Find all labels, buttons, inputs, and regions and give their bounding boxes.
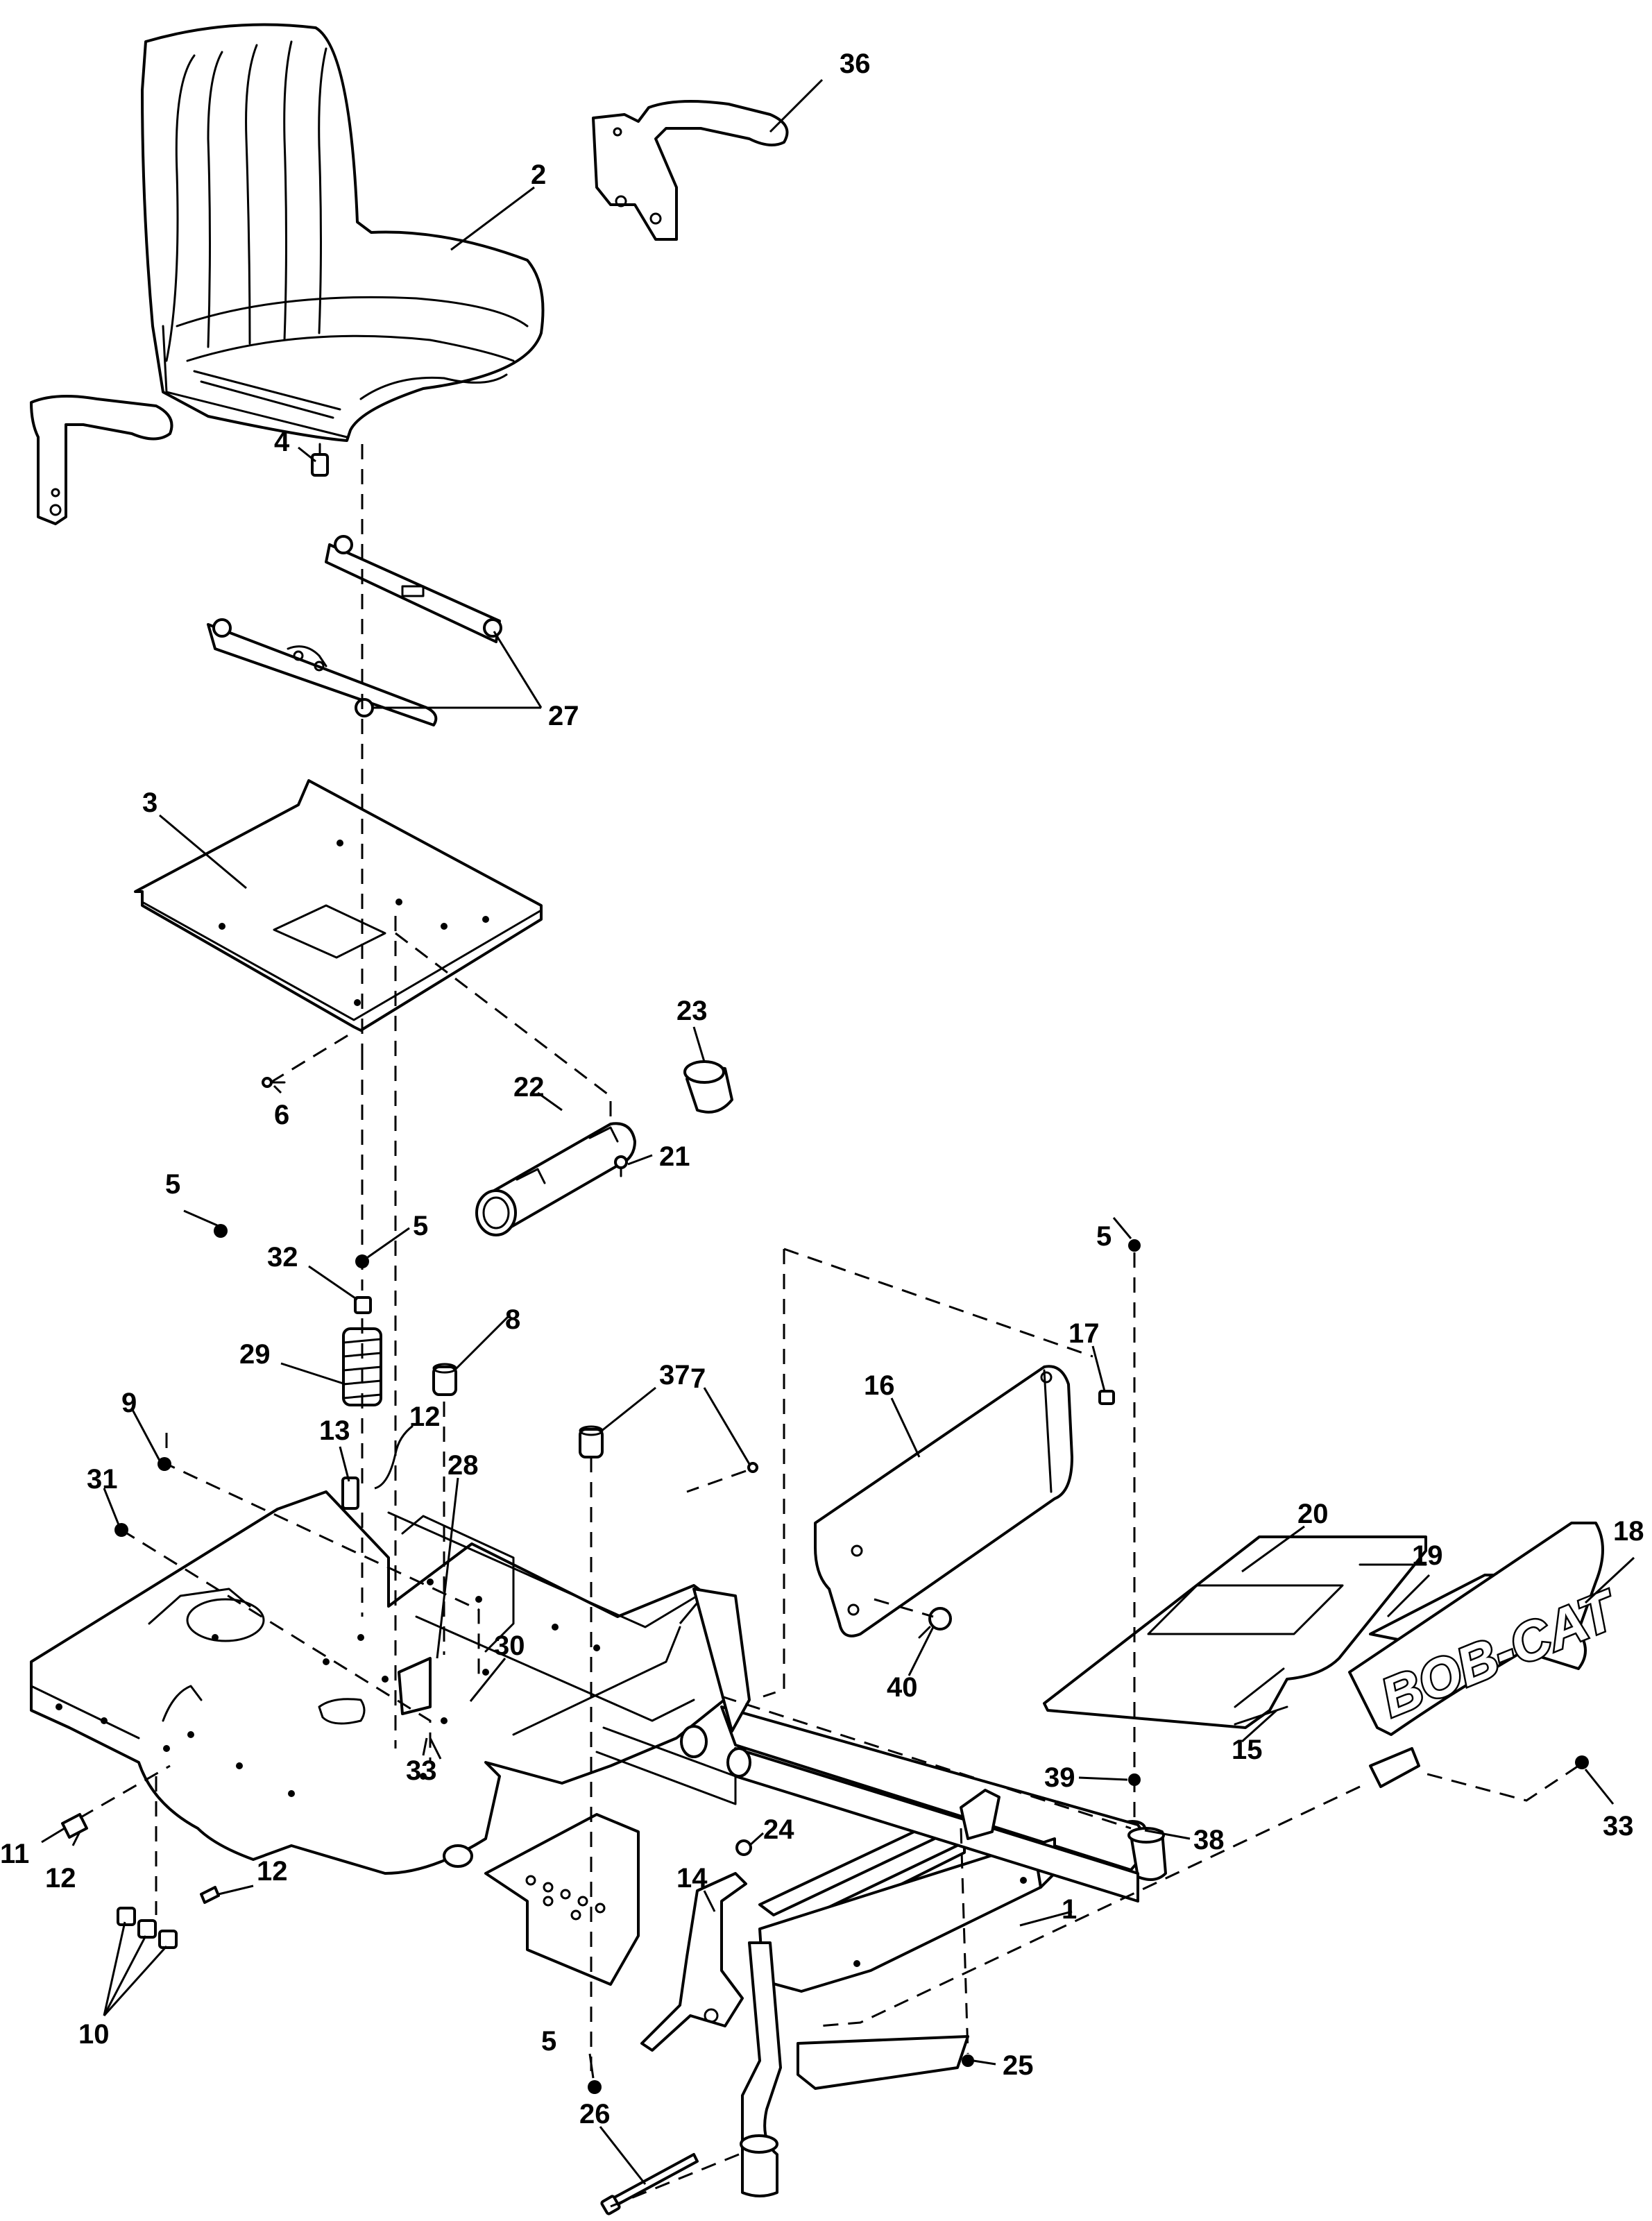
part-armrest-left: [30, 395, 173, 525]
callout-5-right: 5: [1096, 1221, 1112, 1252]
callout-5-mid: 5: [413, 1211, 428, 1241]
callout-25: 25: [1003, 2050, 1034, 2081]
callout-12-left: 12: [45, 1863, 76, 1894]
part-16-panel: [814, 1365, 1073, 1637]
callout-22: 22: [513, 1072, 545, 1103]
callout-32: 32: [267, 1242, 298, 1273]
part-8-bumper: [432, 1363, 457, 1396]
callout-16: 16: [864, 1370, 895, 1401]
part-13-clip: [341, 1477, 359, 1510]
callout-37: 37: [659, 1360, 690, 1390]
callout-38: 38: [1193, 1825, 1225, 1855]
callout-33-right: 33: [1603, 1811, 1634, 1841]
callout-21: 21: [659, 1141, 690, 1172]
callout-13: 13: [319, 1415, 350, 1446]
part-4-switch: [311, 443, 329, 477]
callout-9: 9: [121, 1388, 137, 1418]
assembly-lines: [79, 444, 1579, 2208]
callout-40: 40: [887, 1672, 918, 1703]
callout-4: 4: [274, 427, 290, 457]
callout-39: 39: [1044, 1762, 1075, 1793]
callout-27: 27: [548, 701, 579, 731]
part-1-frame: [30, 1490, 1167, 2197]
callout-8: 8: [505, 1304, 520, 1335]
part-3-seat-plate: [134, 779, 543, 1032]
callout-10: 10: [78, 2019, 110, 2050]
part-32-nut: [354, 1296, 372, 1314]
part-15-pad: [1234, 1705, 1288, 1726]
callout-30: 30: [494, 1631, 525, 1661]
callout-1: 1: [1062, 1894, 1077, 1925]
callout-15: 15: [1232, 1735, 1263, 1765]
part-20-floor-mat: [1043, 1535, 1427, 1729]
part-27-seat-slides: [207, 535, 502, 726]
callout-24: 24: [763, 1814, 794, 1845]
part-5-nuts: [214, 1224, 1141, 2094]
callout-20: 20: [1297, 1499, 1329, 1529]
callout-28: 28: [448, 1450, 479, 1481]
part-22-tube: [475, 1122, 636, 1236]
part-armrest-right: [592, 100, 789, 241]
callout-29: 29: [239, 1339, 271, 1370]
part-26-pin: [600, 2153, 699, 2215]
part-40-grommet: [918, 1607, 952, 1639]
part-21-bolt: [614, 1155, 628, 1177]
callout-3: 3: [142, 788, 157, 818]
callout-36: 36: [840, 49, 871, 79]
callout-26: 26: [579, 2099, 611, 2129]
part-37-bumper: [579, 1425, 604, 1458]
callout-labels: 36 2 4 27 3 23 22 21 6 5 5 5 5 32 29 8 3…: [0, 49, 1644, 2129]
callout-12-top: 12: [409, 1402, 441, 1432]
callout-23: 23: [676, 996, 708, 1026]
callout-7: 7: [690, 1363, 706, 1394]
callout-2: 2: [531, 160, 546, 190]
callout-5-top: 5: [165, 1169, 180, 1200]
callout-31: 31: [87, 1464, 118, 1495]
part-23-cap: [683, 1060, 733, 1114]
callout-18: 18: [1613, 1516, 1644, 1547]
callout-19: 19: [1412, 1540, 1443, 1571]
leader-lines: [41, 78, 1635, 2185]
callout-11: 11: [0, 1839, 29, 1869]
callout-6: 6: [274, 1100, 289, 1130]
callout-14: 14: [676, 1863, 708, 1894]
callout-17: 17: [1068, 1318, 1100, 1349]
callout-5-bottom: 5: [541, 2026, 556, 2057]
callout-12-bottom: 12: [257, 1856, 288, 1887]
part-seat: [141, 23, 545, 442]
callout-33-center: 33: [406, 1755, 437, 1786]
